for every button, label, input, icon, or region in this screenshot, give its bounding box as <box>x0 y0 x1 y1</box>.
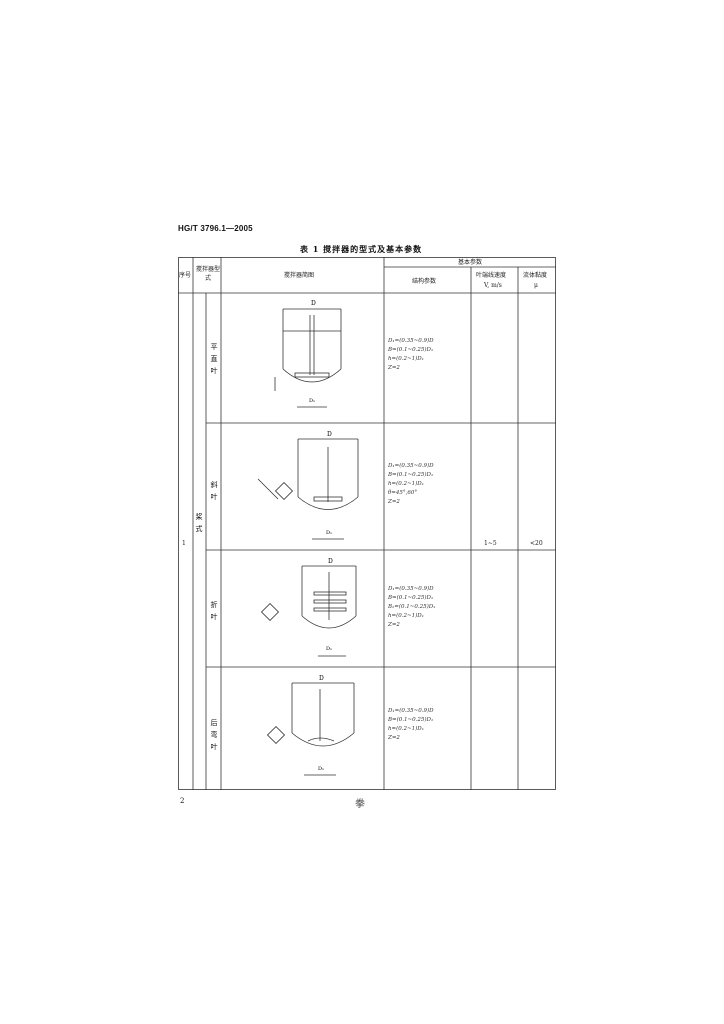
param-line: Z=2 <box>388 622 400 628</box>
header-viscosity: 流体黏度 <box>523 272 548 279</box>
subtype-name: 后弯叶 <box>210 719 218 751</box>
row-category: 桨式 <box>195 513 203 533</box>
dim-label-D1: D₁ <box>326 646 332 652</box>
table-title: 表 1 搅拌器的型式及基本参数 <box>300 244 423 254</box>
param-line: h=(0.2~1)D₁ <box>388 613 424 619</box>
subtype-name: 折叶 <box>210 601 218 621</box>
params-block: D₁=(0.35~0.9)D B=(0.1~0.25)D₁ h=(0.2~1)D… <box>388 462 434 507</box>
params-block: D₁=(0.35~0.9)D B=(0.1~0.25)D₁ B₁=(0.1~0.… <box>388 585 435 630</box>
param-line: D₁=(0.35~0.9)D <box>388 586 434 592</box>
param-line: Z=2 <box>388 735 400 741</box>
param-line: B=(0.1~0.25)D₁ <box>388 472 434 478</box>
dim-label-D: D <box>327 431 332 438</box>
param-line: D₁=(0.35~0.9)D <box>388 708 434 714</box>
header-tip-speed: 叶端线速度 <box>476 272 507 279</box>
folded-blade-diagram: D D₁ <box>260 558 357 657</box>
param-line: Z=2 <box>388 499 400 505</box>
header-seq: 序号 <box>179 272 192 279</box>
footer-mark: 拳 <box>355 799 365 810</box>
page-number: 2 <box>180 797 185 805</box>
table-grid <box>178 257 556 790</box>
param-line: h=(0.2~1)D₁ <box>388 726 424 732</box>
params-block: D₁=(0.35~0.9)D B=(0.1~0.25)D₁ h=(0.2~1)D… <box>388 707 434 743</box>
header-diagram: 搅拌器简图 <box>284 272 315 279</box>
param-line: h=(0.2~1)D₁ <box>388 481 424 487</box>
dim-label-D1: D₁ <box>309 398 315 404</box>
param-line: h=(0.2~1)D₁ <box>388 356 424 362</box>
header-basic-params: 基本参数 <box>458 259 483 266</box>
viscosity-value: <20 <box>530 540 543 547</box>
param-line: D₁=(0.35~0.9)D <box>388 463 434 469</box>
header-tip-speed-symbol: V, m/s <box>484 282 502 289</box>
dim-label-D: D <box>319 675 324 682</box>
subtype-name: 平直叶 <box>210 343 218 375</box>
param-line: D₁=(0.35~0.9)D <box>388 338 434 344</box>
params-block: D₁=(0.35~0.9)D B=(0.1~0.25)D₁ h=(0.2~1)D… <box>388 337 434 373</box>
backswept-blade-diagram: D D₁ <box>266 675 355 776</box>
dim-label-D1: D₁ <box>318 766 324 772</box>
subtype-name: 斜叶 <box>210 481 218 501</box>
param-line: B₁=(0.1~0.25)D₁ <box>388 604 436 610</box>
parameter-table: 序号 搅拌器型式 搅拌器简图 基本参数 结构参数 叶端线速度 V, m/s 流体… <box>178 257 556 790</box>
param-line: Z=2 <box>388 365 400 371</box>
param-line: B=(0.1~0.25)D₁ <box>388 595 434 601</box>
dim-label-D: D <box>328 558 333 565</box>
standard-number: HG/T 3796.1—2005 <box>178 224 253 233</box>
dim-label-D1: D₁ <box>326 530 332 536</box>
row-seq: 1 <box>182 540 186 547</box>
header-type: 搅拌器型式 <box>196 266 221 282</box>
header-viscosity-symbol: μ <box>534 282 538 289</box>
tip-speed-value: 1~5 <box>484 540 497 547</box>
param-line: B=(0.1~0.25)D₁ <box>388 717 434 723</box>
pitched-blade-diagram: D D₁ <box>257 431 359 540</box>
param-line: B=(0.1~0.25)D₁ <box>388 347 434 353</box>
header-struct-params: 结构参数 <box>412 278 437 285</box>
flat-blade-diagram: D D₁ <box>274 300 342 408</box>
param-line: θ=45°,60° <box>388 490 418 496</box>
dim-label-D: D <box>311 300 316 307</box>
